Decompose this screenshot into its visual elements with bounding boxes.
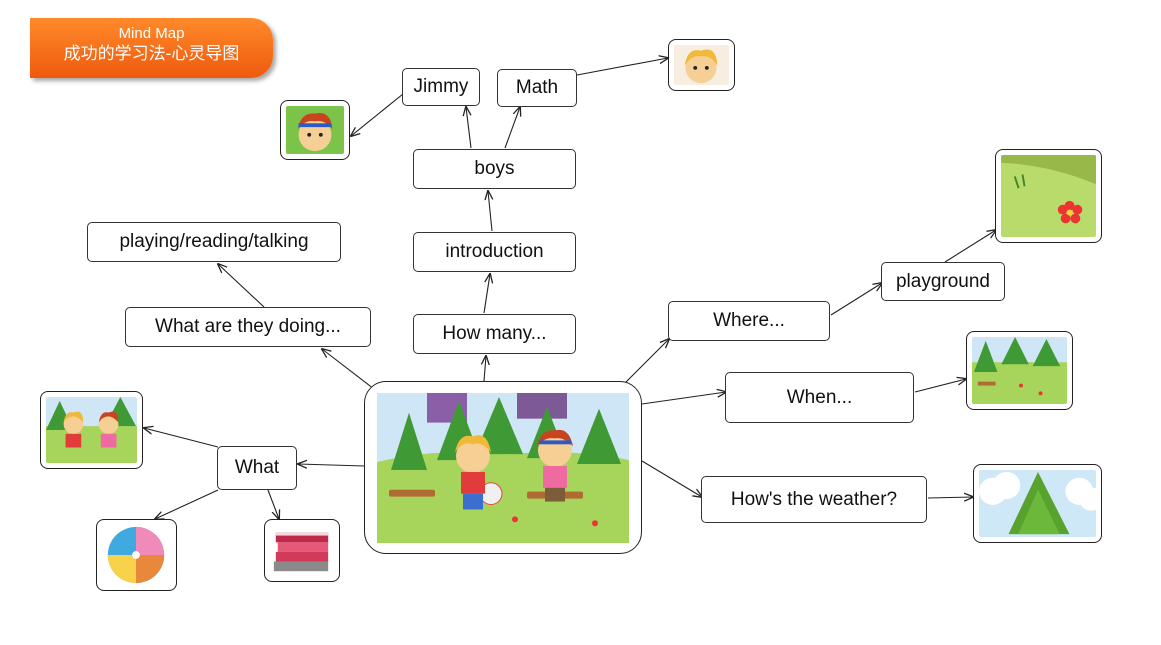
edge-weather-pic — [927, 497, 973, 498]
node-playground[interactable]: playground — [881, 262, 1005, 301]
node-jimmy[interactable]: Jimmy — [402, 68, 480, 106]
edge-when-pic — [914, 379, 966, 393]
node-activities[interactable]: playing/reading/talking — [87, 222, 341, 262]
books-icon — [270, 525, 334, 576]
edge-whatdoing-activities — [218, 264, 265, 308]
trees-grass-icon — [972, 337, 1067, 404]
edge-playground-pic — [944, 230, 996, 263]
park-scene-image — [377, 393, 629, 543]
edge-center-weather — [641, 460, 702, 497]
edge-center-when — [641, 392, 726, 405]
edge-boys-math — [504, 107, 520, 149]
node-what[interactable]: What — [217, 446, 297, 490]
center-image-frame[interactable] — [364, 381, 642, 554]
when-image-frame[interactable] — [966, 331, 1073, 410]
edge-math-face — [576, 58, 668, 76]
node-how-many[interactable]: How many... — [413, 314, 576, 354]
node-math[interactable]: Math — [497, 69, 577, 107]
grass-flower-icon — [1001, 155, 1096, 237]
title-badge: Mind Map 成功的学习法-心灵导图 — [30, 18, 273, 78]
jimmy-face-image-frame[interactable] — [280, 100, 350, 160]
edge-jimmy-face — [351, 93, 404, 136]
edge-what-scene — [144, 428, 219, 448]
ball-image-frame[interactable] — [96, 519, 177, 591]
edge-howmany-intro — [483, 274, 490, 314]
edge-center-where — [623, 339, 669, 385]
edge-center-what — [298, 464, 365, 466]
edge-center-whatdoing — [322, 349, 375, 390]
weather-image-frame[interactable] — [973, 464, 1102, 543]
node-what-doing[interactable]: What are they doing... — [125, 307, 371, 347]
jimmy-face-icon — [286, 106, 344, 154]
edge-intro-boys — [488, 191, 492, 232]
node-introduction[interactable]: introduction — [413, 232, 576, 272]
two-boys-icon — [46, 397, 137, 463]
edge-where-playground — [830, 283, 882, 316]
title-chinese: 成功的学习法-心灵导图 — [63, 44, 240, 63]
books-image-frame[interactable] — [264, 519, 340, 582]
title-english: Mind Map — [118, 25, 185, 42]
node-boys[interactable]: boys — [413, 149, 576, 189]
edge-center-howmany — [484, 356, 486, 382]
edge-boys-jimmy — [466, 107, 471, 149]
playground-image-frame[interactable] — [995, 149, 1102, 243]
edge-what-books — [267, 489, 279, 519]
tree-clouds-icon — [979, 470, 1096, 537]
node-when[interactable]: When... — [725, 372, 914, 423]
beach-ball-icon — [102, 525, 171, 585]
edge-what-ball — [155, 489, 219, 519]
math-face-icon — [674, 45, 729, 85]
what-scene-image-frame[interactable] — [40, 391, 143, 469]
node-weather[interactable]: How's the weather? — [701, 476, 927, 523]
math-face-image-frame[interactable] — [668, 39, 735, 91]
node-where[interactable]: Where... — [668, 301, 830, 341]
